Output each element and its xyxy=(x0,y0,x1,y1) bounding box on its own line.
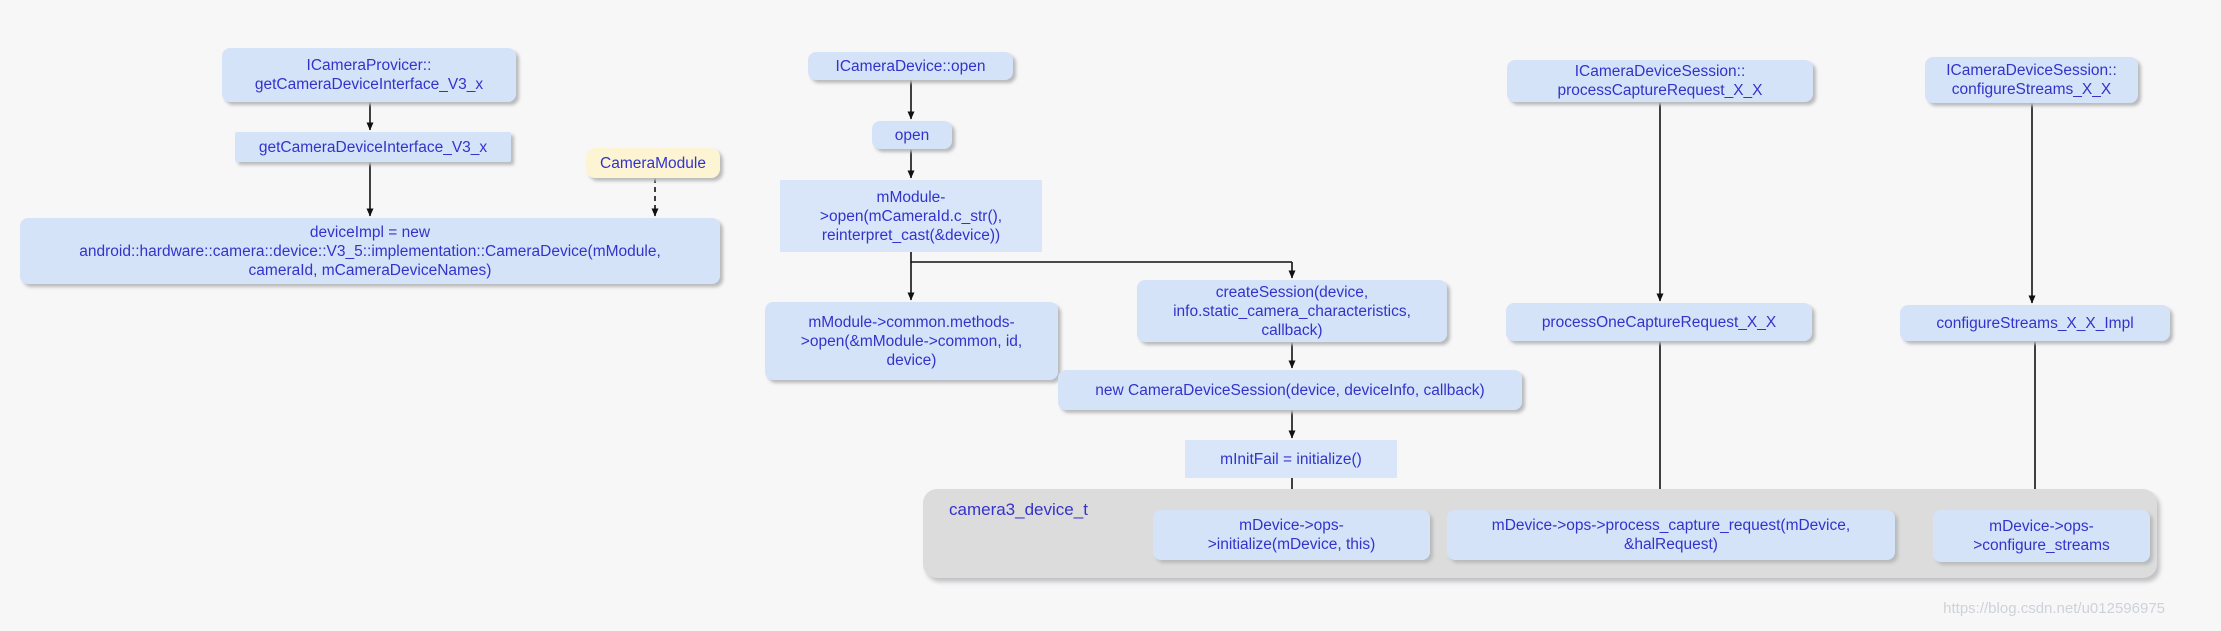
node-cameramodule-note: CameraModule xyxy=(586,148,720,178)
edge-fork-horizontal xyxy=(910,252,1292,263)
node-getcameradeviceinterface-v3x: getCameraDeviceInterface_V3_x xyxy=(235,132,511,162)
node-icameradevicesession-configurestreams: ICameraDeviceSession:: configureStreams_… xyxy=(1925,57,2138,103)
node-createsession: createSession(device, info.static_camera… xyxy=(1137,280,1447,342)
node-deviceimpl-new-cameradevice: deviceImpl = new android::hardware::came… xyxy=(20,218,720,284)
node-mmodule-common-methods-open: mModule->common.methods- >open(&mModule-… xyxy=(765,302,1058,380)
node-configurestreams-impl: configureStreams_X_X_Impl xyxy=(1900,305,2170,341)
node-mdevice-ops-configure-streams: mDevice->ops- >configure_streams xyxy=(1933,510,2150,562)
node-mdevice-ops-process-capture-request: mDevice->ops->process_capture_request(mD… xyxy=(1447,510,1895,560)
node-mmodule-open: mModule- >open(mCameraId.c_str(), reinte… xyxy=(780,180,1042,252)
node-minitfail-initialize: mInitFail = initialize() xyxy=(1185,440,1397,478)
node-icameraprovider-getcameradeviceinterface: ICameraProvicer:: getCameraDeviceInterfa… xyxy=(222,48,516,102)
node-processonecapturerequest: processOneCaptureRequest_X_X xyxy=(1506,303,1812,341)
node-new-cameradevicesession: new CameraDeviceSession(device, deviceIn… xyxy=(1058,370,1522,410)
node-icameradevice-open: ICameraDevice::open xyxy=(808,52,1013,80)
node-icameradevicesession-processcapturerequest: ICameraDeviceSession:: processCaptureReq… xyxy=(1507,60,1813,102)
node-open: open xyxy=(872,121,952,149)
watermark-text: https://blog.csdn.net/u012596975 xyxy=(1943,600,2165,617)
node-mdevice-ops-initialize: mDevice->ops- >initialize(mDevice, this) xyxy=(1153,510,1430,560)
camera3-device-t-label: camera3_device_t xyxy=(949,500,1088,519)
